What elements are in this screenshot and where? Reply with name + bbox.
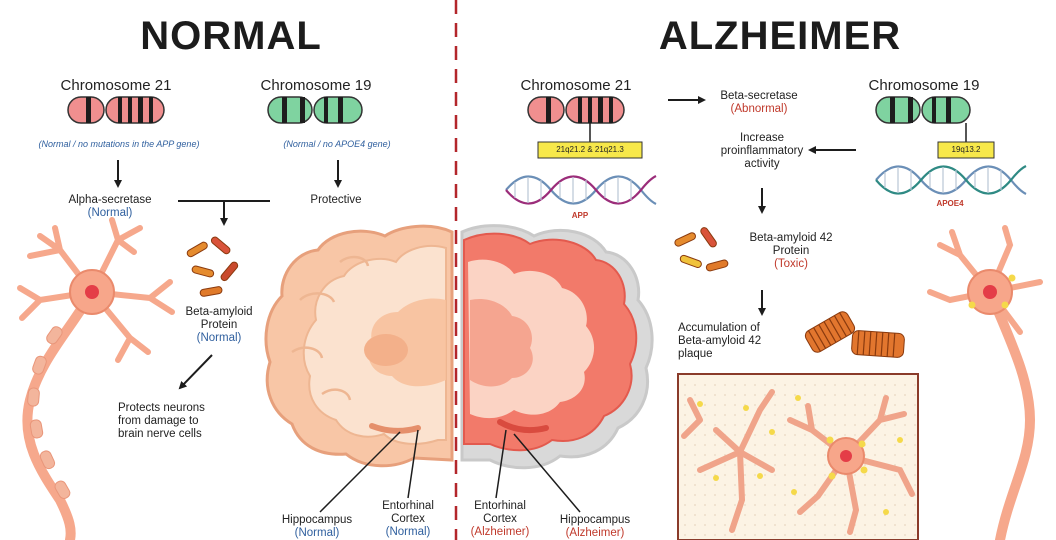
normal-note-app: (Normal / no mutations in the APP gene)	[2, 139, 236, 149]
alzheimer-title: ALZHEIMER	[630, 14, 930, 59]
entorhinal-normal-line1: Entorhinal	[366, 500, 450, 513]
hippocampus-normal-label: Hippocampus (Normal)	[262, 514, 372, 540]
entorhinal-normal-line2: Cortex	[366, 513, 450, 526]
entorhinal-alz-label: Entorhinal Cortex (Alzheimer)	[458, 500, 542, 539]
alpha-secretase-label: Alpha-secretase (Normal)	[40, 194, 180, 220]
gene-apoe4-label: APOE4	[910, 200, 990, 209]
hippocampus-alz-title: Hippocampus	[540, 514, 650, 527]
entorhinal-alz-status: (Alzheimer)	[458, 526, 542, 539]
alz-chr19-label: Chromosome 19	[864, 78, 984, 95]
tag19-text: 19q13.2	[938, 146, 994, 155]
normal-chromosome-19	[268, 97, 362, 123]
entorhinal-normal-status: (Normal)	[366, 526, 450, 539]
normal-title: NORMAL	[126, 14, 336, 59]
alzheimer-chromosome-19	[876, 97, 970, 123]
normal-beta-line2: Protein	[164, 319, 274, 332]
hippocampus-normal-status: (Normal)	[262, 527, 372, 540]
plaque-neuron-panel	[678, 374, 918, 540]
beta42-line2: Protein	[736, 245, 846, 258]
normal-beta-amyloid-label: Beta-amyloid Protein (Normal)	[164, 306, 274, 345]
dna-helix-apoe4	[876, 166, 1026, 194]
entorhinal-alz-line2: Cortex	[458, 513, 542, 526]
alzheimer-edge-neuron-nucleus	[983, 285, 997, 299]
gene-app-label: APP	[540, 212, 620, 221]
accum-line1: Accumulation of	[678, 322, 798, 335]
increase-line3: activity	[692, 158, 832, 171]
beta42-status: (Toxic)	[736, 258, 846, 271]
tag21-text: 21q21.2 & 21q21.3	[538, 146, 642, 155]
alzheimer-chromosome-21	[528, 97, 624, 123]
increase-proinflammatory-label: Increase proinflammatory activity	[692, 132, 832, 171]
alpha-secretase-title: Alpha-secretase	[40, 194, 180, 207]
normal-neuron-nucleus	[85, 285, 99, 299]
beta-secretase-title: Beta-secretase	[704, 90, 814, 103]
normal-arrow-protects	[180, 355, 212, 388]
protects-line2: from damage to	[118, 415, 248, 428]
toxic-beta-amyloid-pieces	[674, 226, 729, 271]
increase-line1: Increase	[692, 132, 832, 145]
plaque-coil-1	[803, 310, 857, 355]
normal-beta-status: (Normal)	[164, 332, 274, 345]
normal-chr19-label: Chromosome 19	[256, 78, 376, 95]
increase-line2: proinflammatory	[692, 145, 832, 158]
accum-line3: plaque	[678, 348, 798, 361]
beta42-line1: Beta-amyloid 42	[736, 232, 846, 245]
normal-beta-line1: Beta-amyloid	[164, 306, 274, 319]
dna-helix-app	[506, 176, 656, 204]
beta-amyloid-42-label: Beta-amyloid 42 Protein (Toxic)	[736, 232, 846, 271]
protects-neurons-label: Protects neurons from damage to brain ne…	[118, 402, 248, 441]
alz-chr21-label: Chromosome 21	[516, 78, 636, 95]
protects-line3: brain nerve cells	[118, 428, 248, 441]
normal-chromosome-21	[68, 97, 164, 123]
plaque-coil-2	[851, 330, 905, 358]
alpha-secretase-status: (Normal)	[40, 207, 180, 220]
protects-line1: Protects neurons	[118, 402, 248, 415]
accum-line2: Beta-amyloid 42	[678, 335, 798, 348]
accumulation-label: Accumulation of Beta-amyloid 42 plaque	[678, 322, 798, 361]
beta-secretase-label: Beta-secretase (Abnormal)	[704, 90, 814, 116]
hippocampus-alz-label: Hippocampus (Alzheimer)	[540, 514, 650, 540]
normal-beta-amyloid-pieces	[186, 236, 239, 297]
normal-neuron	[20, 220, 172, 540]
hippocampus-normal-title: Hippocampus	[262, 514, 372, 527]
entorhinal-normal-label: Entorhinal Cortex (Normal)	[366, 500, 450, 539]
protective-label: Protective	[286, 194, 386, 207]
entorhinal-alz-line1: Entorhinal	[458, 500, 542, 513]
alzheimer-brain-hemisphere	[462, 226, 652, 468]
normal-chr21-label: Chromosome 21	[56, 78, 176, 95]
beta-secretase-status: (Abnormal)	[704, 103, 814, 116]
normal-note-apoe4: (Normal / no APOE4 gene)	[262, 139, 412, 149]
normal-brain-hemisphere	[266, 226, 452, 466]
hippocampus-alz-status: (Alzheimer)	[540, 527, 650, 540]
